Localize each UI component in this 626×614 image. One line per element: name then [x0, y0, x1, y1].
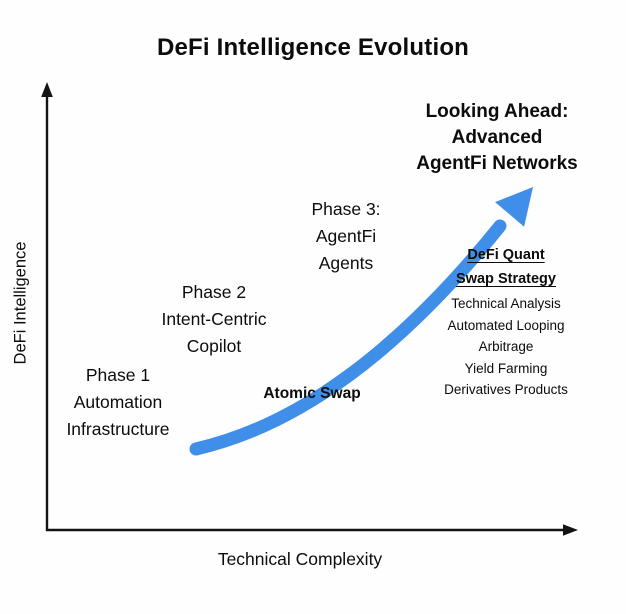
x-axis-label: Technical Complexity: [217, 549, 383, 569]
phase-1-label: Phase 1 Automation Infrastructure: [66, 362, 169, 443]
looking-ahead-line-1: Looking Ahead:: [425, 101, 569, 122]
atomic-swap-label: Atomic Swap: [263, 385, 361, 402]
strategy-panel-list: Technical Analysis Automated Looping Arb…: [444, 293, 568, 401]
phase-2-line-1: Phase 2: [181, 282, 247, 302]
phase-1-line-3: Infrastructure: [66, 419, 170, 439]
strategy-heading-line-1: DeFi Quant: [467, 247, 545, 263]
list-item: Automated Looping: [447, 317, 565, 333]
looking-ahead-line-2: Advanced: [451, 127, 543, 148]
list-item: Technical Analysis: [451, 296, 561, 311]
strategy-panel-heading: DeFi Quant Swap Strategy: [456, 243, 556, 291]
phase-1-line-2: Automation: [73, 392, 163, 412]
looking-ahead-label: Looking Ahead: Advanced AgentFi Networks: [416, 99, 578, 177]
list-item: Arbitrage: [478, 339, 534, 354]
phase-3-line-1: Phase 3:: [311, 199, 381, 219]
phase-2-line-2: Intent-Centric: [161, 309, 267, 329]
phase-2-label: Phase 2 Intent-Centric Copilot: [161, 279, 266, 360]
y-axis-label: DeFi Intelligence: [11, 241, 30, 365]
list-item: Derivatives Products: [444, 382, 568, 397]
y-axis-arrowhead-icon: [41, 82, 53, 97]
phase-1-line-1: Phase 1: [85, 365, 151, 385]
phase-3-label: Phase 3: AgentFi Agents: [311, 196, 380, 277]
x-axis-arrowhead-icon: [563, 524, 578, 536]
phase-3-line-2: AgentFi: [315, 226, 377, 246]
list-item: Yield Farming: [464, 360, 548, 376]
growth-arrowhead-icon: [495, 187, 533, 227]
phase-3-line-3: Agents: [318, 253, 374, 273]
looking-ahead-line-3: AgentFi Networks: [416, 153, 578, 174]
strategy-heading-line-2: Swap Strategy: [456, 271, 556, 287]
page-title: DeFi Intelligence Evolution: [156, 34, 470, 61]
phase-2-line-3: Copilot: [186, 336, 242, 356]
